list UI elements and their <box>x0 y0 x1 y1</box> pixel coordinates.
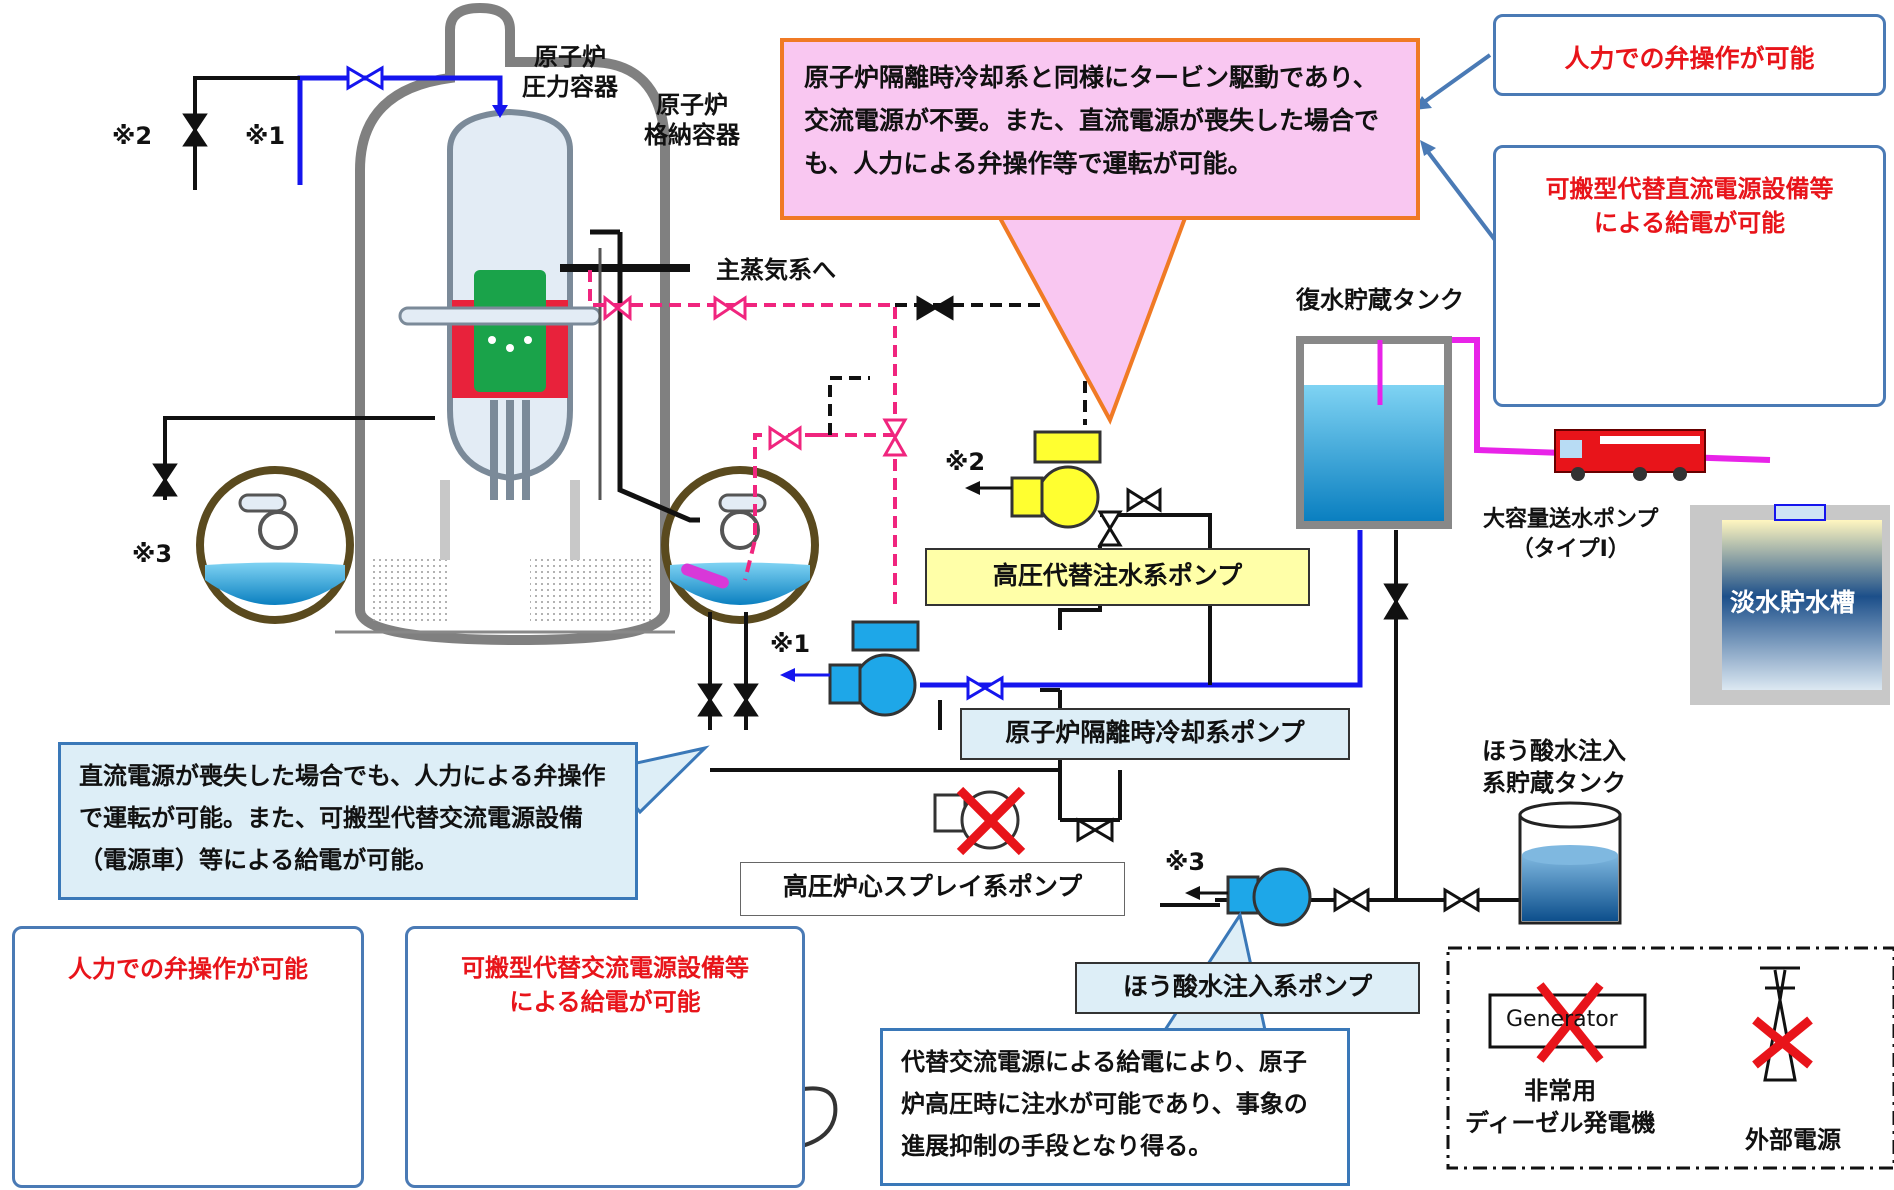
valve-slc-1 <box>1333 887 1370 913</box>
valve-hpcs <box>1076 817 1114 843</box>
valve-top-blue <box>346 65 384 91</box>
dc-supply-frame: 可搬型代替直流電源設備等 による給電が可能 <box>1493 145 1886 407</box>
pcv-label: 原子炉 格納容器 <box>644 91 740 149</box>
hpac-pump-label: 高圧代替注水系ポンプ <box>925 548 1310 606</box>
valve-hpac-out <box>1126 487 1162 513</box>
rcic-note: 直流電源が喪失した場合でも、人力による弁操作で運転が可能。また、可搬型代替交流電… <box>58 742 638 900</box>
valve-pink-vertical <box>882 418 908 457</box>
hpac-steam-line <box>828 303 1087 435</box>
mark-1-left: ※1 <box>245 122 286 150</box>
slc-pump-label: ほう酸水注入系ポンプ <box>1075 962 1420 1014</box>
valve-cst-vertical <box>1383 583 1409 620</box>
rpv-label: 原子炉 圧力容器 <box>522 43 618 101</box>
rcic-inlet-line-top <box>297 75 503 185</box>
slc-note: 代替交流電源による給電により、原子炉高圧時に注水が可能であり、事象の進展抑制の手… <box>880 1028 1350 1186</box>
edg-icon <box>1488 982 1647 1063</box>
rcic-pump-label: 原子炉隔離時冷却系ポンプ <box>960 708 1350 760</box>
valve-left-vertical <box>182 113 208 147</box>
rcic-pump <box>780 620 920 717</box>
ac-supply-frame: 可搬型代替交流電源設備等 による給電が可能 <box>405 926 805 1188</box>
valve-suction-1 <box>697 683 723 717</box>
generator-text: Generator <box>1506 1007 1618 1032</box>
cst-label: 復水貯蔵タンク <box>1296 286 1464 314</box>
manual-valve-top-frame: 人力での弁操作が可能 <box>1493 14 1886 96</box>
dc-supply-text: 可搬型代替直流電源設備等 による給電が可能 <box>1545 175 1834 237</box>
valve-pink-2 <box>713 295 747 321</box>
fire-truck-pump <box>1554 429 1706 481</box>
mark-2-left: ※2 <box>112 122 153 150</box>
suppression-pool-right <box>661 466 819 624</box>
manual-valve-bottom-text: 人力での弁操作が可能 <box>68 955 308 983</box>
main-steam-label: 主蒸気系へ <box>716 256 836 284</box>
mark-2-pump: ※2 <box>945 448 986 476</box>
offsite-power-tower-icon <box>1752 966 1813 1082</box>
hpcs-pump <box>933 786 1026 856</box>
boric-acid-tank <box>1518 801 1622 925</box>
manual-valve-bottom-frame: 人力での弁操作が可能 <box>12 926 364 1188</box>
hpac-pump <box>965 430 1102 529</box>
rcic-steam-line <box>588 270 897 605</box>
valve-suction-2 <box>733 683 759 717</box>
valve-black-dashed <box>916 295 954 321</box>
edg-label: 非常用 ディーゼル発電機 <box>1465 1077 1656 1137</box>
valve-left-lower <box>152 463 178 497</box>
freshwater-label: 淡水貯水槽 <box>1730 588 1856 617</box>
valve-rcic-blue <box>966 675 1004 701</box>
freshwater-tank <box>1690 504 1890 705</box>
pink-callout-tail <box>996 216 1188 425</box>
offsite-label: 外部電源 <box>1745 1126 1841 1154</box>
suppression-pool-left <box>196 466 354 624</box>
large-pump-label: 大容量送水ポンプ （タイプⅠ） <box>1483 507 1659 562</box>
valve-slc-2 <box>1443 887 1480 913</box>
manual-valve-top-text: 人力での弁操作が可能 <box>1564 44 1815 73</box>
condensate-storage-tank <box>1296 336 1452 529</box>
valves <box>152 65 1480 913</box>
valve-pink-1 <box>603 294 632 322</box>
hpcs-pump-label: 高圧炉心スプレイ系ポンプ <box>740 862 1125 916</box>
hpac-callout: 原子炉隔離時冷却系と同様にタービン駆動であり、交流電源が不要。また、直流電源が喪… <box>780 38 1420 220</box>
reactor-pressure-vessel <box>398 108 602 560</box>
hpcs-line-top <box>193 76 300 190</box>
mark-3-left: ※3 <box>132 540 173 568</box>
valve-hpac-vertical <box>1097 510 1123 547</box>
mark-3-pump: ※3 <box>1165 848 1206 876</box>
mark-1-pump: ※1 <box>770 630 811 658</box>
valve-pink-3 <box>768 425 802 451</box>
legend-box <box>1446 946 1894 1170</box>
slc-pump <box>1185 867 1312 927</box>
boric-tank-label: ほう酸水注入 系貯蔵タンク <box>1482 737 1626 797</box>
ac-supply-text: 可搬型代替交流電源設備等 による給電が可能 <box>461 954 749 1016</box>
